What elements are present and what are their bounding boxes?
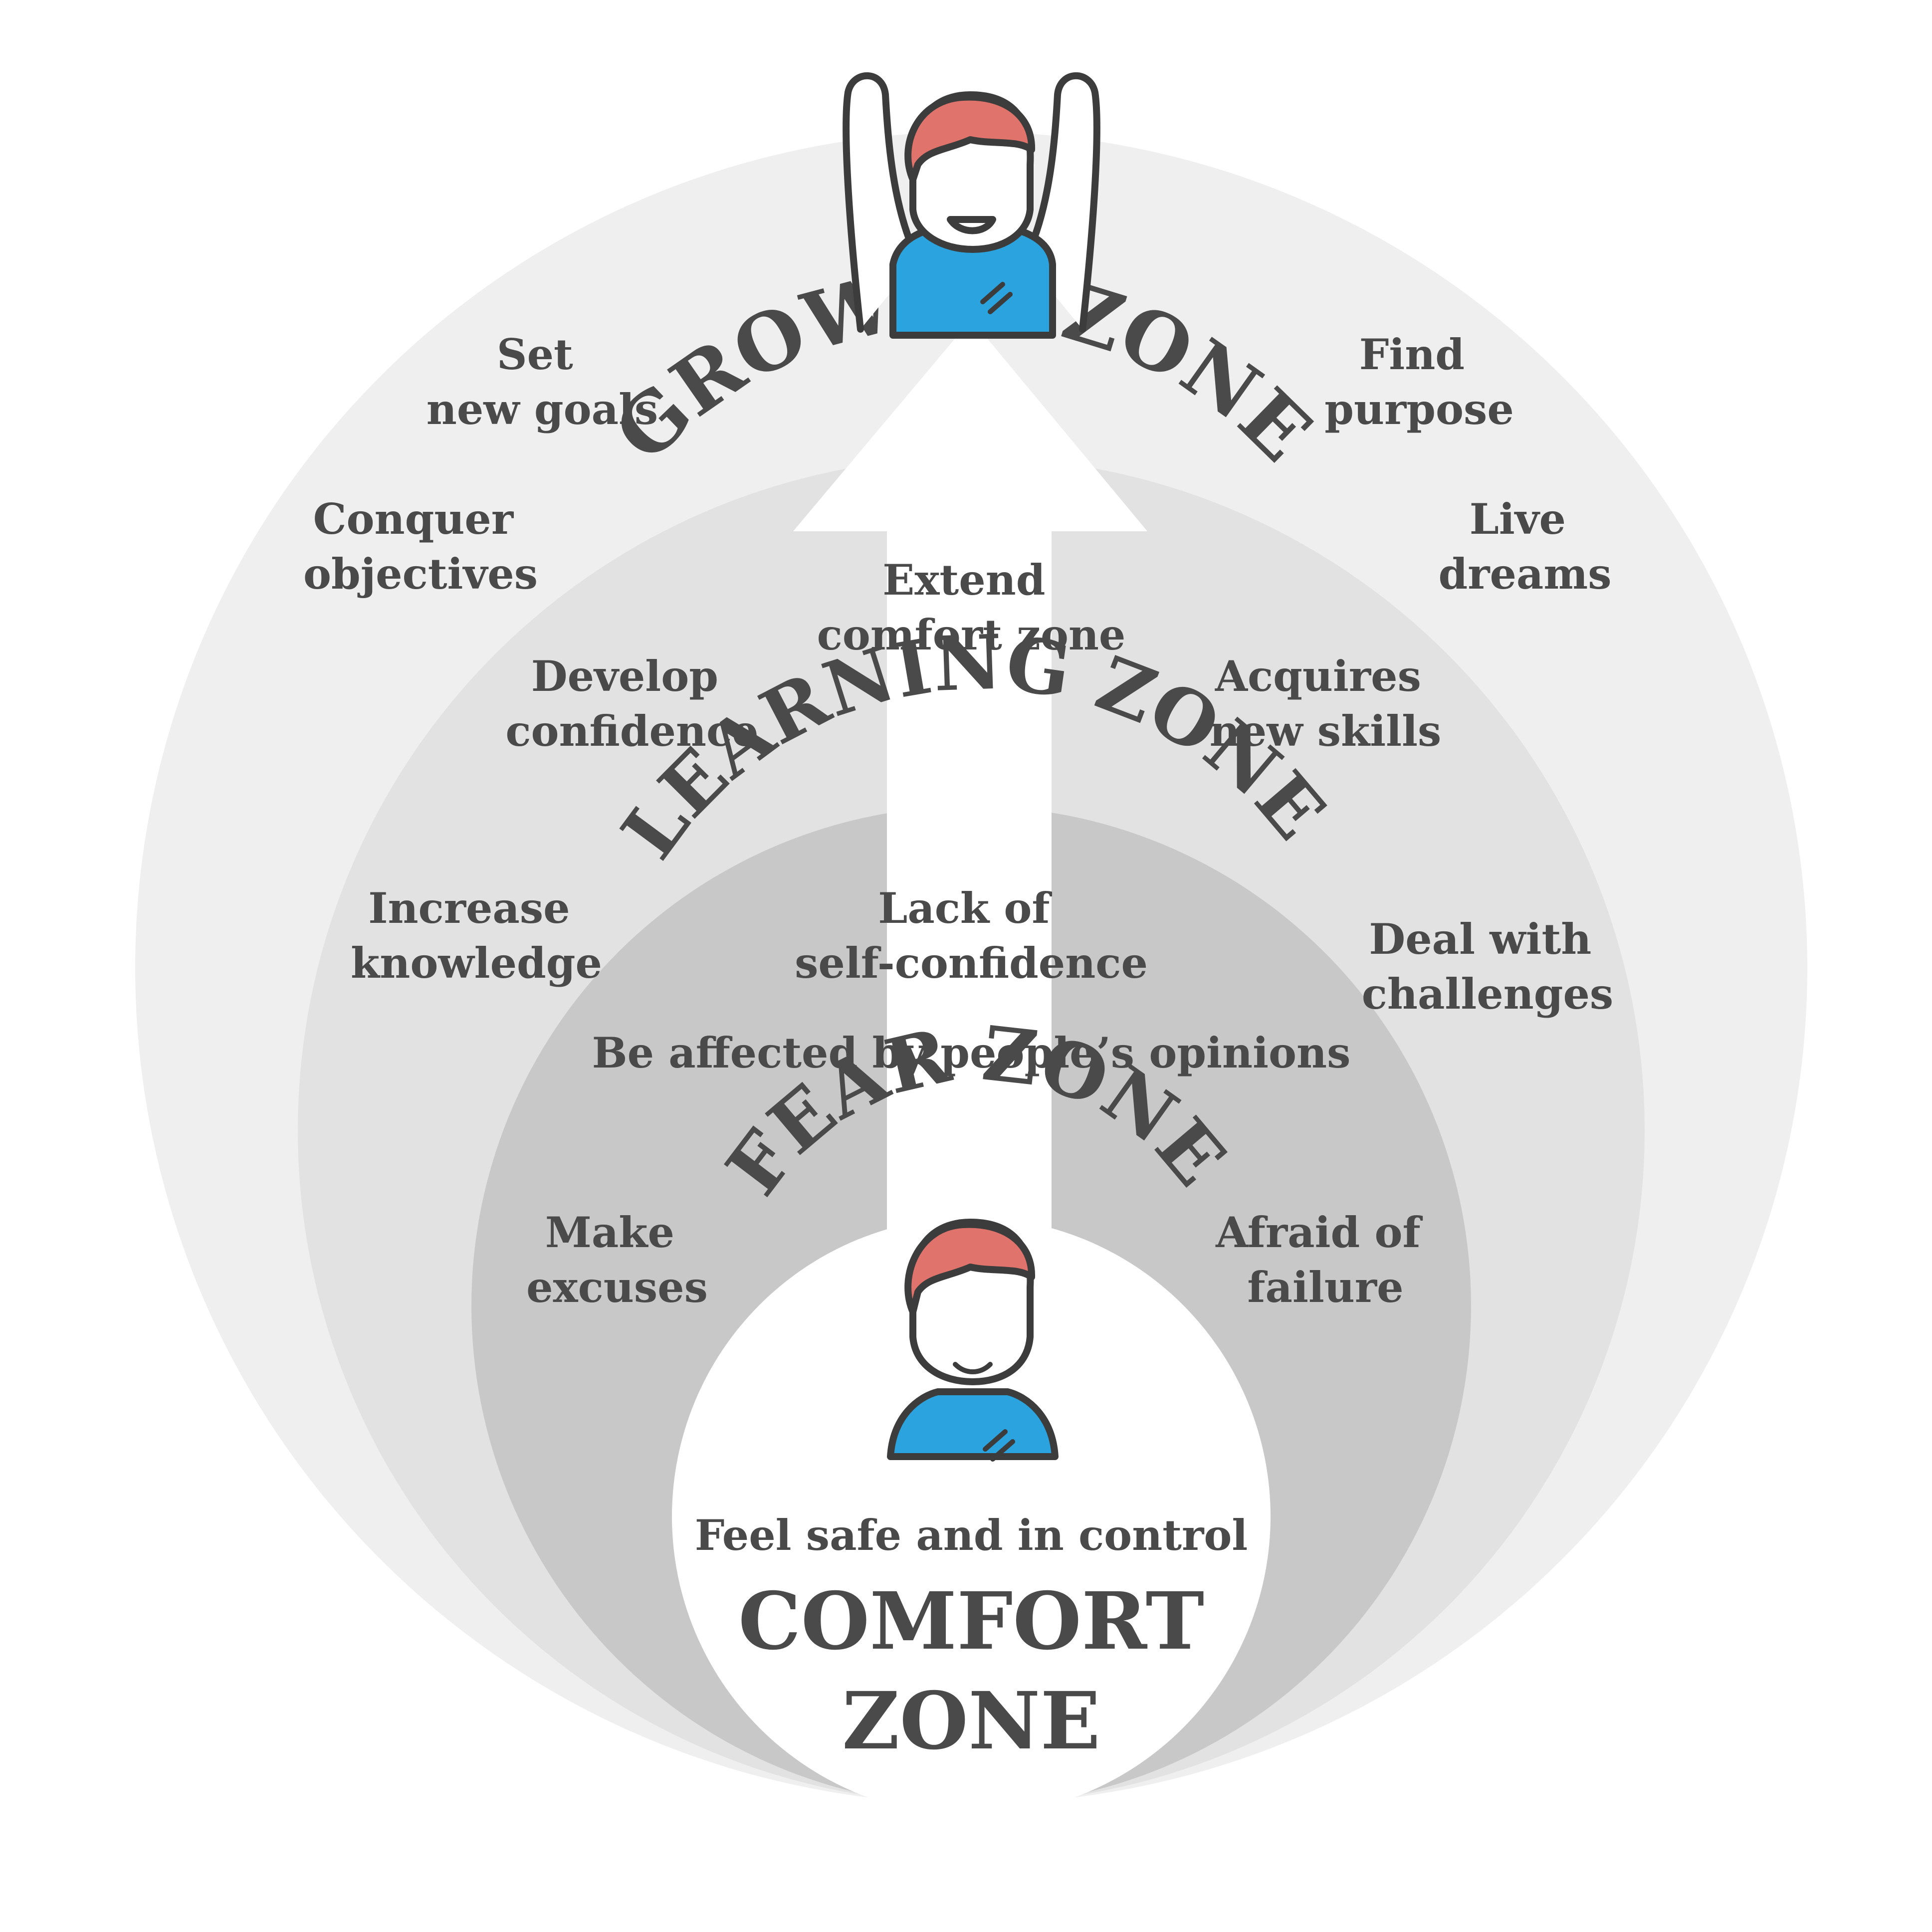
extend-comfort-zone-label: Extend comfort zone <box>817 555 1126 659</box>
live-dreams-label: Live dreams <box>1438 494 1611 599</box>
afraid-of-failure-label: Afraid of failure <box>1215 1208 1435 1312</box>
comfort-zone-circle <box>672 1217 1271 1816</box>
set-new-goals-label: Set new goals <box>427 330 658 434</box>
comfort-zone-title-line2: ZONE <box>842 1675 1100 1767</box>
develop-confidence-label: Develop confidence <box>505 651 758 756</box>
acquires-new-skills-label: Acquires new skills <box>1210 651 1442 756</box>
feel-safe-caption: Feel safe and in control <box>695 1510 1248 1560</box>
smiling-person-icon <box>887 1219 1059 1462</box>
comfort-zone-title-line1: COMFORT <box>738 1575 1204 1668</box>
increase-knowledge-label: Increase knowledge <box>351 883 602 988</box>
deal-with-challenges-label: Deal with challenges <box>1362 914 1613 1019</box>
conquer-objectives-label: Conquer objectives <box>303 494 538 599</box>
celebrating-person-icon <box>843 72 1100 339</box>
affected-by-opinions-label: Be affected by people’s opinions <box>592 1028 1351 1077</box>
lack-of-self-confidence-label: Lack of self-confidence <box>795 883 1148 988</box>
make-excuses-label: Make excuses <box>526 1208 708 1312</box>
find-purpose-label: Find purpose <box>1324 330 1514 434</box>
